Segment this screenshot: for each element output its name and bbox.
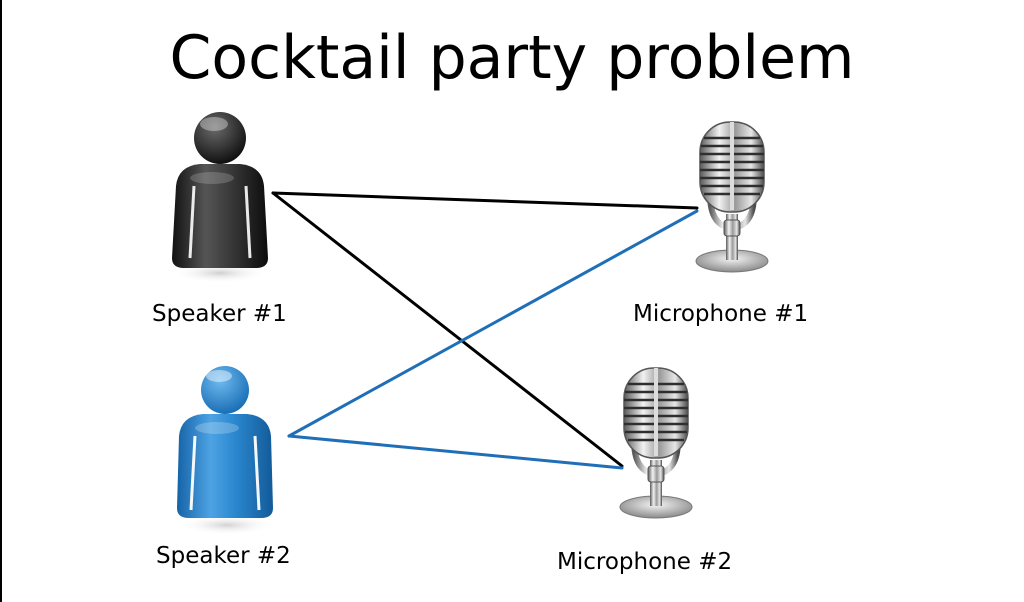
microphone-1-label: Microphone #1: [633, 301, 809, 327]
speaker-2-label: Speaker #2: [156, 543, 291, 569]
microphone-2-label: Microphone #2: [557, 549, 733, 575]
microphone-icon: [695, 121, 769, 273]
person-icon: [172, 112, 268, 283]
connection-speaker1-microphone2: [271, 191, 624, 468]
speaker-1-label: Speaker #1: [152, 301, 287, 327]
slide-border: [0, 0, 2, 602]
page-title: Cocktail party problem: [169, 23, 855, 93]
connection-speaker2-microphone2: [287, 434, 624, 470]
connection-speaker2-microphone1: [287, 209, 699, 438]
person-icon: [177, 366, 275, 535]
microphone-icon: [619, 367, 693, 519]
connection-speaker1-microphone1: [271, 191, 699, 210]
